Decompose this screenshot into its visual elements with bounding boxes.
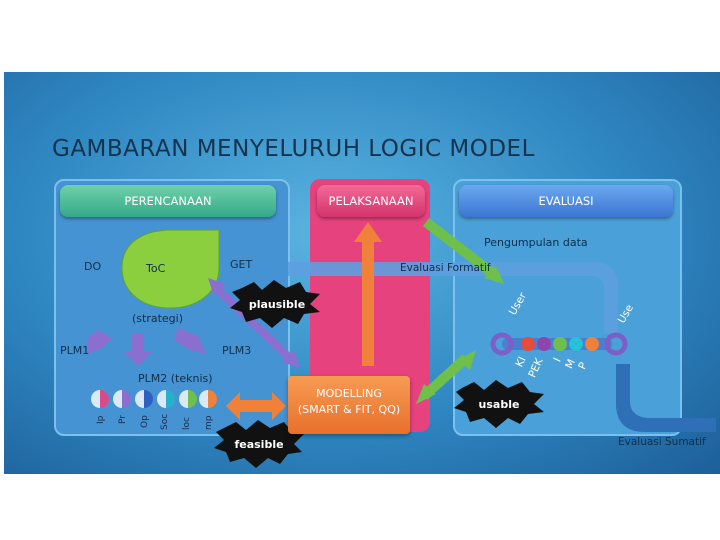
diagonal-arrow [211, 283, 297, 365]
formatif-band [288, 262, 618, 334]
green-arrow-top [422, 218, 500, 280]
strategi-label: (strategi) [132, 312, 184, 325]
plm1-label: PLM1 [60, 344, 90, 357]
get-label: GET [230, 258, 253, 271]
green-arrow-bottom [420, 354, 470, 400]
toc-leaf-shape [121, 229, 220, 309]
do-label: DO [84, 260, 102, 273]
vertical-label: Op [140, 415, 150, 428]
double-arrow [236, 400, 276, 412]
toc-label: ToC [146, 262, 166, 275]
formatif-label: Evaluasi Formatif [400, 262, 491, 274]
vertical-label: loc [182, 417, 192, 430]
vertical-label: Ip [96, 415, 106, 424]
vertical-label: Pr [118, 415, 128, 424]
user-ring-left [490, 332, 514, 356]
diagram-shapes [88, 218, 716, 468]
plm2-arrow [124, 334, 152, 366]
plausible-burst [230, 280, 320, 328]
usable-burst [454, 380, 544, 428]
slide: GAMBARAN MENYELURUH LOGIC MODEL PERENCAN… [4, 72, 720, 474]
feasible-burst [214, 420, 304, 468]
pengumpulan-label: Pengumpulan data [484, 236, 588, 249]
slide-title: GAMBARAN MENYELURUH LOGIC MODEL [52, 136, 535, 162]
modelling-subtitle: (SMART & FIT, QQ) [297, 403, 401, 416]
modelling-title: MODELLING [316, 387, 382, 400]
evaluasi-header: EVALUASI [459, 185, 673, 217]
plausible-text: plausible [248, 297, 306, 311]
vertical-label: Soc [160, 413, 170, 430]
usable-text: usable [478, 397, 520, 411]
perencanaan-header: PERENCANAAN [60, 185, 276, 217]
modelling-box: MODELLING (SMART & FIT, QQ) [288, 376, 410, 434]
plm3-label: PLM3 [222, 344, 252, 357]
plm2-label: PLM2 (teknis) [138, 372, 213, 385]
user-ring-right [604, 332, 628, 356]
up-arrow [362, 240, 374, 366]
plm1-arrow [88, 330, 112, 354]
sumatif-band [616, 364, 716, 432]
plm3-arrow [174, 328, 206, 354]
sumatif-label: Evaluasi Sumatif [618, 436, 706, 448]
pelaksanaan-header: PELAKSANAAN [317, 185, 425, 217]
vertical-label: mp [204, 415, 214, 430]
feasible-text: feasible [234, 437, 284, 451]
